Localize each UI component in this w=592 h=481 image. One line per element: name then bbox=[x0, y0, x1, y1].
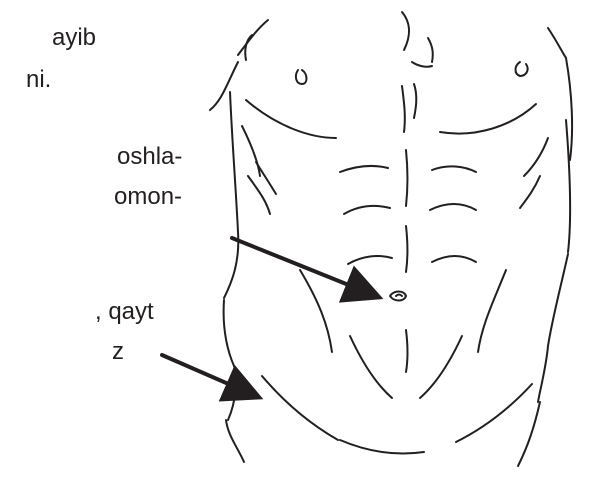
abs-center-mid bbox=[406, 226, 408, 272]
right-neck-line bbox=[402, 12, 409, 50]
lower-abs-left bbox=[350, 336, 392, 398]
abs-line-1 bbox=[340, 166, 388, 172]
lower-flank-arrow bbox=[162, 355, 256, 396]
left-torso-outline-lower bbox=[224, 300, 236, 420]
pubic-line bbox=[340, 440, 424, 454]
inguinal-right bbox=[456, 384, 532, 442]
abs-line-4 bbox=[430, 204, 476, 210]
rib-right-2 bbox=[520, 176, 540, 208]
sternum-side bbox=[414, 84, 416, 118]
left-torso-outline-mid bbox=[224, 92, 238, 298]
rib-right-1 bbox=[524, 138, 548, 176]
lower-abs-center bbox=[406, 330, 408, 372]
left-nipple bbox=[296, 70, 307, 84]
oblique-left bbox=[300, 270, 332, 352]
right-hip-line bbox=[518, 402, 540, 466]
left-hip-line bbox=[226, 420, 244, 462]
abs-line-2 bbox=[432, 166, 476, 172]
inguinal-left bbox=[262, 376, 338, 440]
rib-left-1 bbox=[242, 126, 260, 176]
abs-center-upper bbox=[406, 150, 408, 206]
collarbone-center bbox=[412, 62, 432, 67]
rib-left-3 bbox=[256, 162, 276, 194]
navel-inner bbox=[396, 295, 402, 297]
right-pec-line bbox=[440, 104, 536, 134]
navel-arrow bbox=[232, 238, 376, 296]
rib-left-2 bbox=[248, 176, 270, 214]
right-torso-outline-mid bbox=[566, 120, 570, 252]
left-pec-line bbox=[246, 100, 336, 138]
collarbone-right bbox=[428, 38, 433, 62]
abs-line-6 bbox=[432, 256, 476, 262]
right-nipple bbox=[516, 62, 528, 76]
lower-abs-right bbox=[420, 336, 462, 398]
abs-line-3 bbox=[344, 206, 390, 214]
sternum-line bbox=[402, 86, 405, 132]
right-torso-outline-lower bbox=[538, 254, 568, 402]
left-shoulder-line bbox=[238, 20, 268, 55]
abs-line-5 bbox=[348, 256, 392, 264]
oblique-right bbox=[478, 270, 506, 352]
right-shoulder-line bbox=[548, 28, 566, 58]
navel bbox=[390, 292, 406, 301]
left-torso-outline-upper bbox=[210, 62, 238, 110]
